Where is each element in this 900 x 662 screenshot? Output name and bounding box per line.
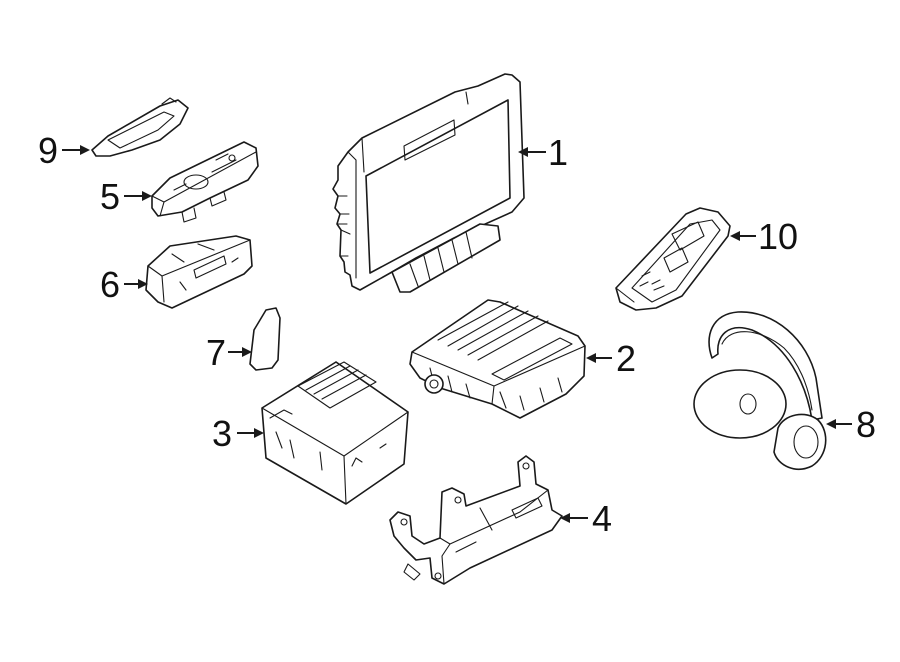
callout-8: 8: [856, 404, 876, 445]
part-3-box-module: [261, 361, 409, 505]
callout-9: 9: [38, 130, 58, 171]
part-9-trim-bezel: [91, 97, 189, 157]
callout-1: 1: [548, 132, 568, 173]
callout-10: 10: [758, 216, 798, 257]
part-2-control-module: [409, 299, 586, 419]
callout-7: 7: [206, 332, 226, 373]
part-10-remote-control: [615, 207, 731, 311]
callout-5: 5: [100, 176, 120, 217]
callout-6: 6: [100, 264, 120, 305]
leader-arrows: [62, 145, 852, 523]
part-5-switch-panel: [151, 141, 259, 223]
callout-2: 2: [616, 338, 636, 379]
callout-4: 4: [592, 498, 612, 539]
part-1-display-screen: [332, 73, 525, 293]
callout-3: 3: [212, 413, 232, 454]
part-6-bracket-module: [145, 235, 253, 309]
part-4-mounting-bracket: [389, 455, 563, 585]
part-7-pad: [249, 307, 281, 371]
part-8-headphones: [693, 311, 827, 470]
callout-labels: 1 2 3 4 5 6 7 8 9 10: [38, 130, 876, 539]
